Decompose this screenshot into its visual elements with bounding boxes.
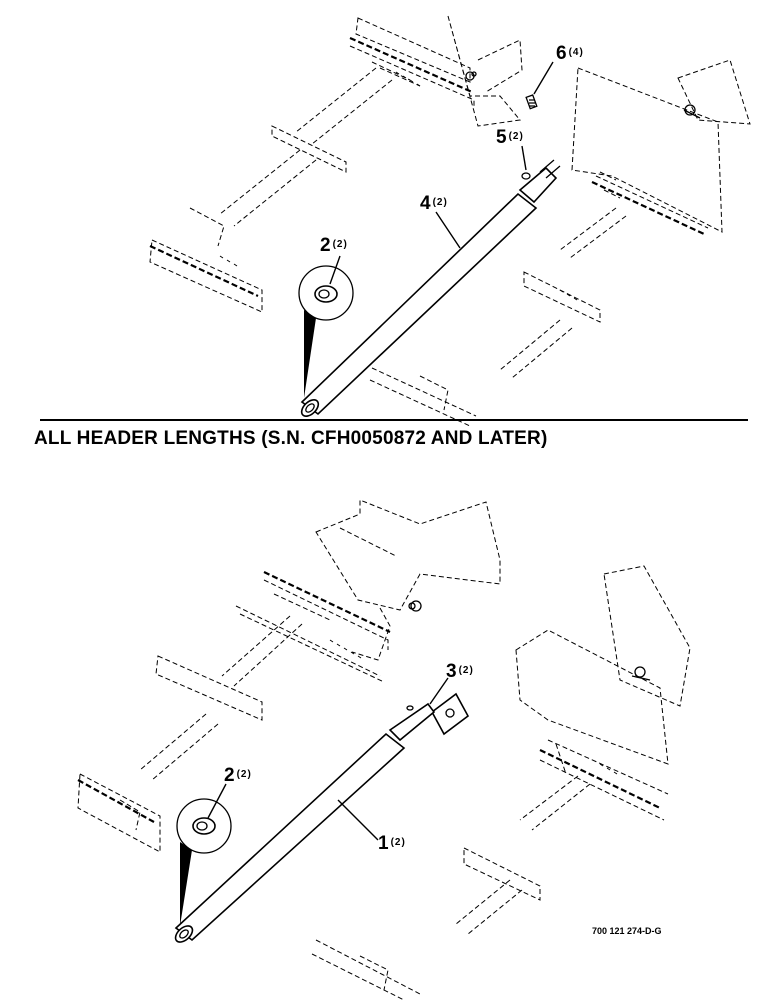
leader-4 (435, 211, 461, 249)
callout-part-3: 3(2) (446, 662, 474, 681)
callout-qty: (2) (390, 837, 406, 848)
callout-number: 2 (320, 235, 331, 256)
callout-part-4: 4(2) (420, 194, 448, 213)
callout-number: 6 (556, 43, 567, 64)
top-frame-rail (349, 17, 475, 108)
top-right-side-panel (571, 59, 751, 235)
callout-qty: (2) (458, 665, 474, 676)
bottom-right-cross-members (311, 775, 591, 1000)
callout-number: 2 (224, 765, 235, 786)
callout-number: 1 (378, 833, 389, 854)
callout-number: 3 (446, 661, 457, 682)
bottom-shaft-part-1 (174, 702, 436, 943)
callout-qty: (2) (432, 197, 448, 208)
top-center-bracket (447, 15, 523, 127)
leader-6 (533, 61, 554, 95)
callout-part-2-top: 2(2) (320, 236, 348, 255)
bottom-right-panel (515, 565, 691, 821)
top-shaft-part-4 (300, 159, 561, 417)
callout-part-5: 5(2) (496, 128, 524, 147)
callout-part-1: 1(2) (378, 834, 406, 853)
callout-qty: (4) (568, 47, 584, 58)
callout-number: 4 (420, 193, 431, 214)
section-title: ALL HEADER LENGTHS (S.N. CFH0050872 AND … (34, 428, 548, 449)
bottom-left-panel (315, 499, 501, 661)
callout-part-2-bottom: 2(2) (224, 766, 252, 785)
top-small-parts (521, 94, 538, 180)
callout-qty: (2) (332, 239, 348, 250)
bottom-detail-circle (176, 798, 232, 926)
leader-3 (429, 677, 449, 705)
document-number: 700 121 274-D-G (592, 926, 662, 936)
bottom-bearing-bracket (430, 692, 470, 736)
top-right-cross-members (369, 207, 627, 427)
leader-1 (337, 799, 379, 841)
leader-2-bottom (207, 783, 227, 819)
leader-2-top (329, 255, 341, 285)
top-detail-circle (298, 265, 354, 398)
bottom-assembly-view (77, 499, 691, 1000)
callout-number: 5 (496, 127, 507, 148)
top-left-cross-members (149, 67, 393, 313)
callout-qty: (2) (508, 131, 524, 142)
callout-part-6: 6(4) (556, 44, 584, 63)
leader-5 (521, 145, 527, 171)
bottom-left-frame-rails (77, 571, 391, 853)
top-assembly-view (149, 15, 751, 427)
callout-qty: (2) (236, 769, 252, 780)
